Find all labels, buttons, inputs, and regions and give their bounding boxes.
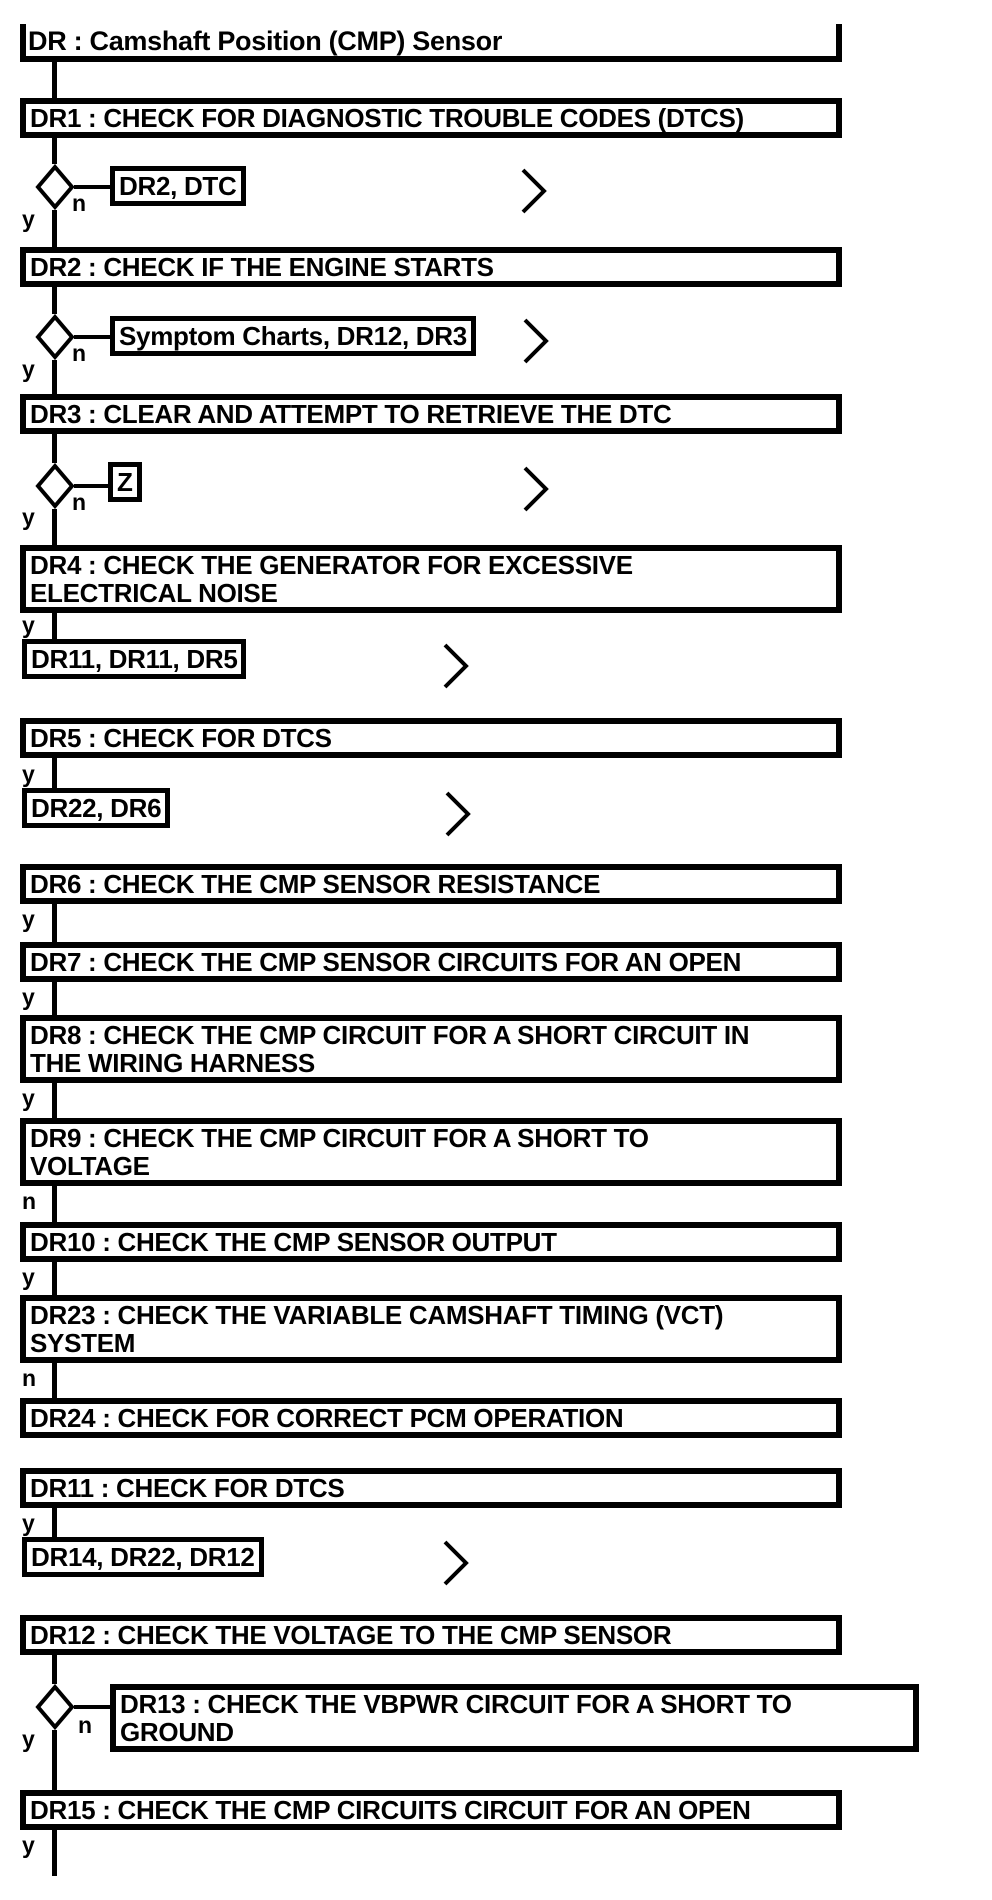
continue-chevron-icon — [520, 168, 548, 219]
branch-line — [74, 1705, 110, 1709]
branch-label-no: n — [22, 1188, 37, 1214]
step-dr24: DR24 : CHECK FOR CORRECT PCM OPERATION — [20, 1398, 842, 1438]
branch-label-yes: y — [22, 206, 35, 232]
ref-after-dr1: DR2, DTC — [110, 166, 246, 206]
step-dr23: DR23 : CHECK THE VARIABLE CAMSHAFT TIMIN… — [20, 1295, 842, 1363]
branch-label-no: n — [78, 1712, 93, 1738]
connector-line — [52, 1730, 57, 1790]
branch-label-yes: y — [22, 761, 35, 787]
ref-after-dr5: DR22, DR6 — [22, 788, 171, 828]
flowchart-title: DR : Camshaft Position (CMP) Sensor — [28, 26, 503, 56]
branch-line — [74, 185, 112, 189]
branch-label-yes: y — [22, 984, 35, 1010]
connector-line — [52, 1083, 57, 1118]
connector-line — [52, 982, 57, 1015]
decision-diamond — [35, 462, 75, 514]
title-left-tick — [20, 24, 26, 62]
ref-after-dr3: Z — [108, 462, 142, 502]
title-right-tick — [836, 24, 842, 62]
step-dr12: DR12 : CHECK THE VOLTAGE TO THE CMP SENS… — [20, 1615, 842, 1655]
decision-diamond — [35, 1683, 75, 1735]
branch-label-no: n — [72, 340, 87, 366]
step-dr6: DR6 : CHECK THE CMP SENSOR RESISTANCE — [20, 864, 842, 904]
continue-chevron-icon — [444, 791, 472, 842]
connector-line — [52, 434, 57, 463]
step-dr11: DR11 : CHECK FOR DTCS — [20, 1468, 842, 1508]
connector-line — [52, 758, 57, 788]
branch-line — [74, 335, 112, 339]
continue-chevron-icon — [442, 643, 470, 694]
connector-line — [52, 509, 57, 545]
step-dr10: DR10 : CHECK THE CMP SENSOR OUTPUT — [20, 1222, 842, 1262]
step-dr9: DR9 : CHECK THE CMP CIRCUIT FOR A SHORT … — [20, 1118, 842, 1186]
connector-line — [52, 210, 57, 247]
connector-line — [52, 62, 57, 98]
ref-after-dr11: DR14, DR22, DR12 — [22, 1537, 264, 1577]
branch-label-yes: y — [22, 1726, 35, 1752]
branch-label-yes: y — [22, 1085, 35, 1111]
branch-label-yes: y — [22, 612, 35, 638]
step-dr2: DR2 : CHECK IF THE ENGINE STARTS — [20, 247, 842, 287]
connector-line — [52, 138, 57, 164]
connector-line — [52, 1655, 57, 1684]
continue-chevron-icon — [522, 318, 550, 369]
connector-line — [52, 360, 57, 394]
branch-label-yes: y — [22, 356, 35, 382]
branch-label-yes: y — [22, 1264, 35, 1290]
connector-line — [52, 904, 57, 942]
connector-line — [52, 1508, 57, 1537]
connector-line — [52, 1830, 57, 1876]
branch-label-yes: y — [22, 906, 35, 932]
decision-diamond — [35, 313, 75, 365]
step-dr15: DR15 : CHECK THE CMP CIRCUITS CIRCUIT FO… — [20, 1790, 842, 1830]
title-underline — [20, 56, 842, 62]
step-dr4: DR4 : CHECK THE GENERATOR FOR EXCESSIVE … — [20, 545, 842, 613]
branch-label-no: n — [72, 489, 87, 515]
step-dr8: DR8 : CHECK THE CMP CIRCUIT FOR A SHORT … — [20, 1015, 842, 1083]
step-dr5: DR5 : CHECK FOR DTCS — [20, 718, 842, 758]
branch-label-yes: y — [22, 1832, 35, 1858]
branch-label-no: n — [22, 1365, 37, 1391]
step-dr1: DR1 : CHECK FOR DIAGNOSTIC TROUBLE CODES… — [20, 98, 842, 138]
branch-line — [74, 484, 110, 488]
connector-line — [52, 1186, 57, 1222]
step-dr7: DR7 : CHECK THE CMP SENSOR CIRCUITS FOR … — [20, 942, 842, 982]
ref-after-dr2: Symptom Charts, DR12, DR3 — [110, 316, 476, 356]
branch-label-yes: y — [22, 504, 35, 530]
step-dr3: DR3 : CLEAR AND ATTEMPT TO RETRIEVE THE … — [20, 394, 842, 434]
connector-line — [52, 1363, 57, 1398]
continue-chevron-icon — [442, 1540, 470, 1591]
branch-label-yes: y — [22, 1510, 35, 1536]
connector-line — [52, 287, 57, 314]
step-dr13: DR13 : CHECK THE VBPWR CIRCUIT FOR A SHO… — [110, 1684, 919, 1752]
connector-line — [52, 613, 57, 639]
decision-diamond — [35, 163, 75, 215]
ref-after-dr4: DR11, DR11, DR5 — [22, 639, 247, 679]
continue-chevron-icon — [522, 466, 550, 517]
branch-label-no: n — [72, 190, 87, 216]
connector-line — [52, 1262, 57, 1295]
